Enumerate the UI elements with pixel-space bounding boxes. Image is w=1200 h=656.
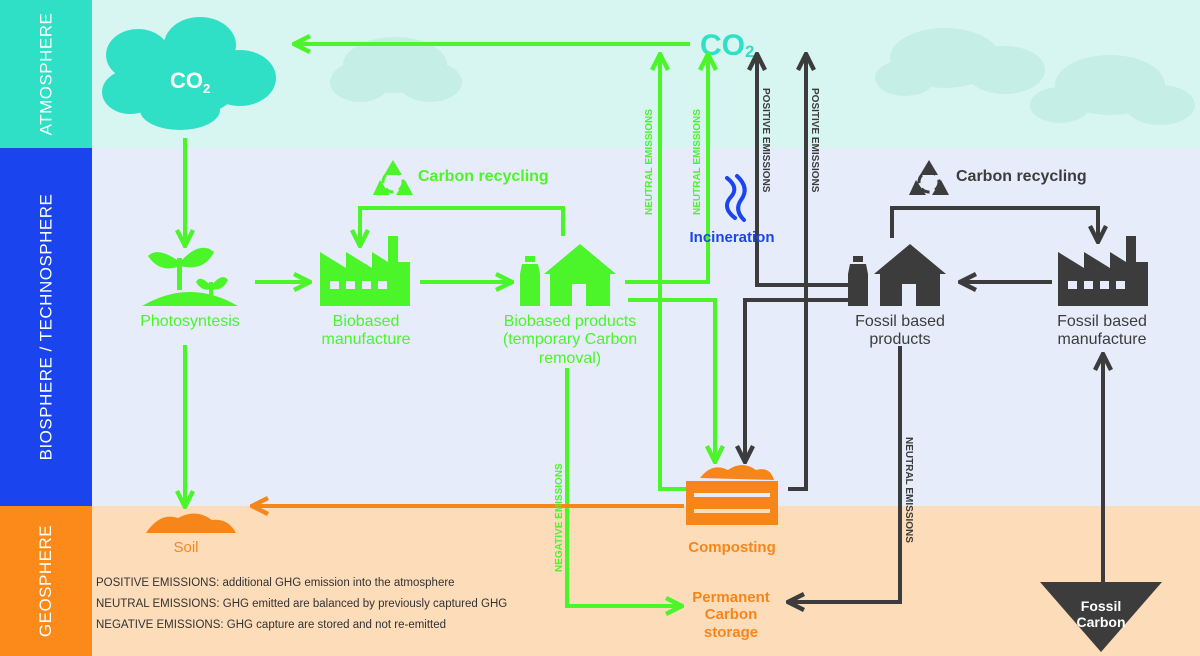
fossil-factory-icon	[1058, 236, 1148, 306]
fossil-carbon-label: Fossil Carbon	[1076, 598, 1126, 631]
legend-positive: POSITIVE EMISSIONS: additional GHG emiss…	[96, 577, 455, 589]
bottle-icon	[520, 256, 540, 306]
neutral-emissions-label-1: NEUTRAL EMISSIONS	[644, 109, 655, 215]
arrow-fossil-positive-1	[757, 56, 848, 287]
negative-emissions-label: NEGATIVE EMISSIONS	[554, 463, 565, 572]
triangle-icon	[1040, 582, 1162, 652]
green-arrows	[185, 44, 715, 606]
fossil-bottle-icon	[848, 256, 868, 306]
recycle-icon	[373, 160, 413, 195]
positive-emissions-label-2: POSITIVE EMISSIONS	[809, 88, 820, 193]
positive-emissions-label-1: POSITIVE EMISSIONS	[760, 88, 771, 193]
atmosphere-label: ATMOSPHERE	[0, 0, 92, 148]
fossil-manufacture-label: Fossil based manufacture	[1057, 313, 1147, 349]
compost-crate-icon	[686, 465, 778, 525]
recycle-icon-fossil	[909, 160, 949, 195]
incineration-label: Incineration	[689, 229, 775, 246]
legend-negative: NEGATIVE EMISSIONS: GHG capture are stor…	[96, 619, 447, 631]
legend-neutral: NEUTRAL EMISSIONS: GHG emitted are balan…	[96, 598, 508, 610]
co2-cloud-label: CO2	[170, 68, 210, 96]
neutral-emissions-fossil-label: NEUTRAL EMISSIONS	[903, 437, 914, 543]
soil-mound-icon	[146, 513, 236, 533]
house-icon	[544, 244, 616, 306]
arrow-fossil-to-storage	[790, 346, 902, 602]
arrow-negative-to-storage	[565, 368, 680, 606]
cloud-icon	[102, 17, 276, 130]
carbon-recycling-fossil-label: Carbon recycling	[956, 168, 1087, 185]
sprout-icon	[142, 247, 238, 306]
neutral-emissions-label-2: NEUTRAL EMISSIONS	[692, 109, 703, 215]
photosynthesis-label: Photosyntesis	[140, 313, 240, 330]
fossil-house-icon	[874, 244, 946, 306]
arrow-fossil-to-composting	[745, 298, 848, 460]
background-cloud-icon	[330, 28, 1195, 125]
factory-icon	[320, 236, 410, 306]
arrow-products-to-composting	[628, 298, 715, 460]
soil-label: Soil	[173, 539, 199, 556]
flame-icon	[724, 174, 747, 222]
arrow-fossil-positive-2	[788, 56, 806, 491]
arrow-bio-recycling	[360, 206, 565, 244]
biosphere-label: BIOSPHERE / TECHNOSPHERE	[0, 148, 92, 506]
carbon-recycling-label: Carbon recycling	[418, 168, 549, 185]
arrow-composting-neutral	[660, 56, 686, 491]
composting-label: Composting	[688, 539, 776, 556]
fossil-products-label: Fossil based products	[855, 313, 945, 349]
geosphere-label: GEOSPHERE	[0, 506, 92, 656]
grey-arrows	[745, 56, 1103, 602]
biobased-manufacture-label: Biobased manufacture	[321, 313, 411, 349]
permanent-storage-label: Permanent Carbon storage	[692, 589, 770, 641]
arrow-fossil-recycling	[890, 206, 1098, 240]
biobased-products-label: Biobased products (temporary Carbon remo…	[502, 313, 638, 367]
arrow-products-neutral	[625, 56, 708, 284]
